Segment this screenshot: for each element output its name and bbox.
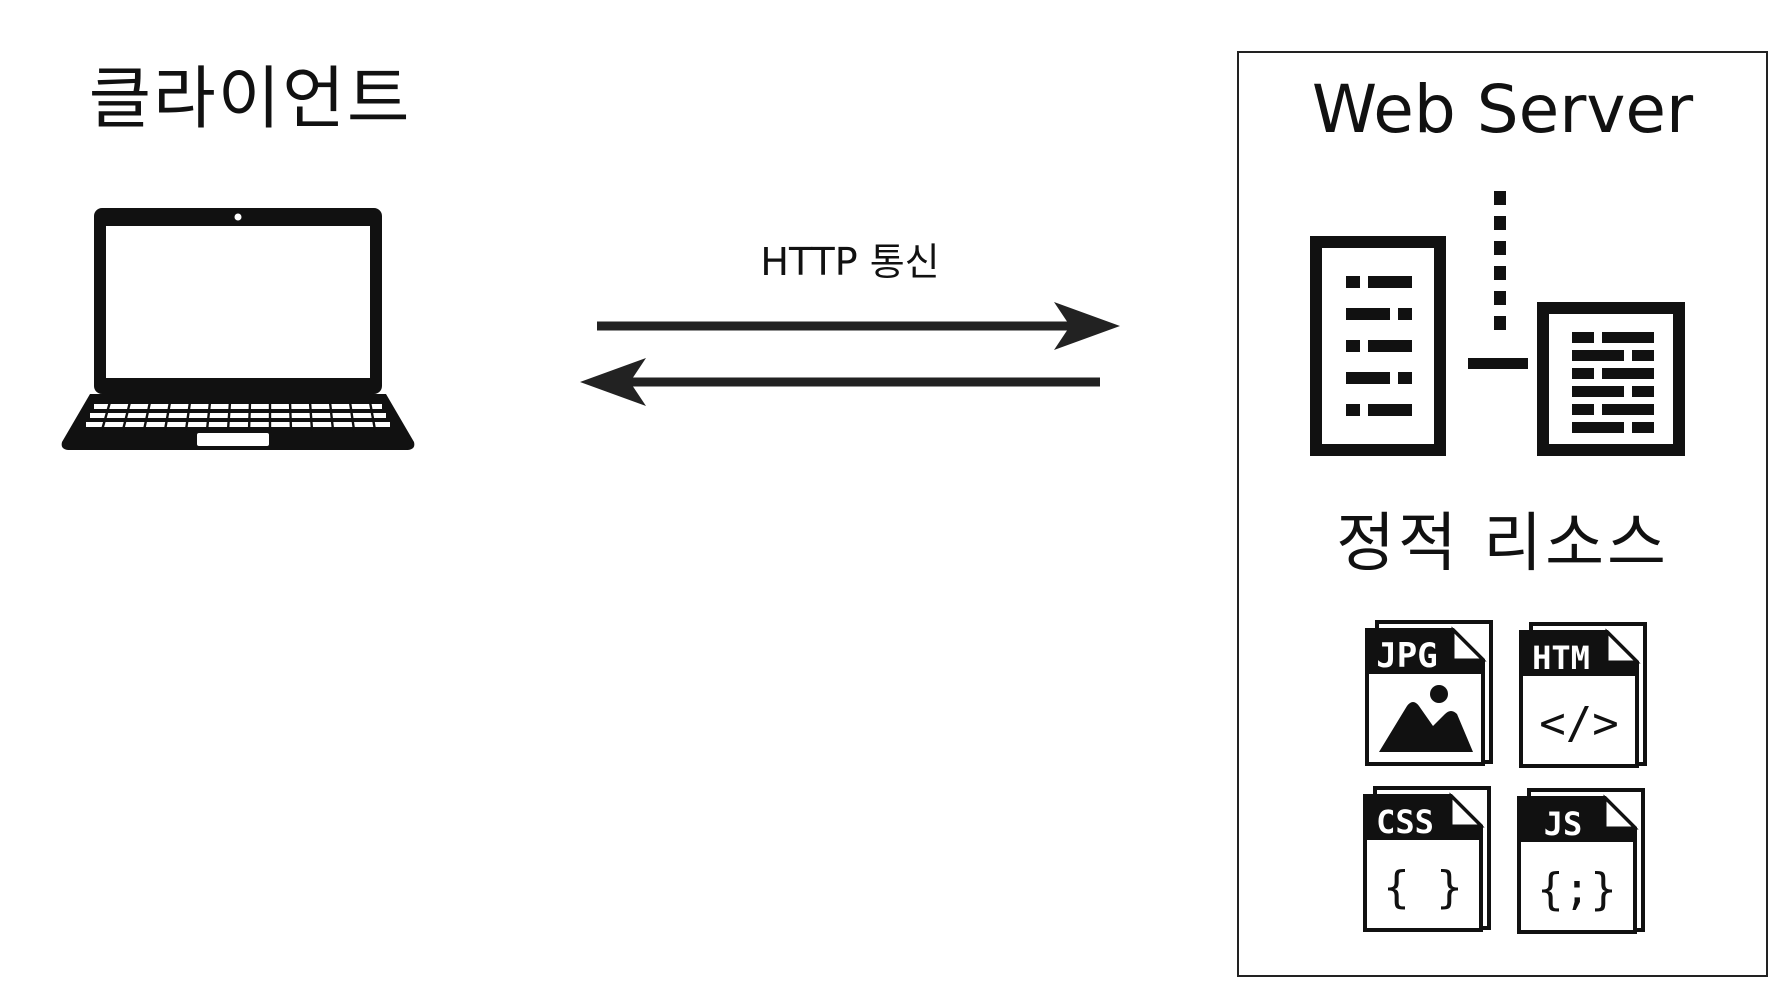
request-arrow xyxy=(597,302,1120,350)
htm-file-tag: HTM xyxy=(1532,639,1590,677)
web-server-box xyxy=(1237,51,1768,977)
css-file-tag: CSS xyxy=(1376,803,1434,841)
jpg-file-tag: JPG xyxy=(1376,636,1437,676)
web-server-title: Web Server xyxy=(1311,71,1694,148)
http-arrows xyxy=(580,302,1120,406)
server-rack-icon xyxy=(1310,191,1685,456)
http-connection-label: HTTP 통신 xyxy=(760,240,940,284)
js-file-tag: JS xyxy=(1544,805,1583,843)
laptop-icon xyxy=(61,208,415,450)
js-file-icon: JS {;} xyxy=(1517,788,1645,934)
css-file-icon: CSS { } xyxy=(1363,786,1491,932)
css-file-symbol: { } xyxy=(1383,862,1462,913)
htm-file-icon: HTM </> xyxy=(1519,622,1647,768)
static-resources-title: 정적 리소스 xyxy=(1336,507,1669,581)
response-arrow xyxy=(580,358,1100,406)
jpg-file-icon: JPG xyxy=(1365,620,1493,766)
htm-file-symbol: </> xyxy=(1539,698,1618,749)
js-file-symbol: {;} xyxy=(1537,864,1616,915)
client-title: 클라이언트 xyxy=(88,60,412,139)
